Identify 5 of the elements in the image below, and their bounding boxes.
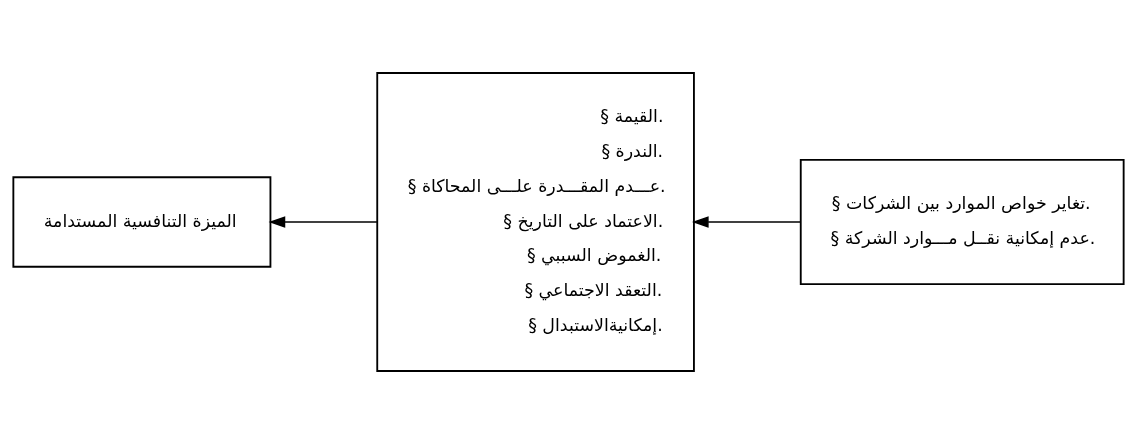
arrow: [691, 215, 802, 228]
arrow: [268, 215, 378, 228]
node-box: § القيمة. § الندرة. § عـــدم المقـــدرة علـــى المحاكاة. § الاعتماد على التاريخ. § الغموض السببي. § التعقد الاجتماعي. § إمكانيةالاستبدال.: [376, 71, 695, 372]
node-box: الميزة التنافسية المستدامة: [12, 175, 272, 268]
node-box: § تغاير خواص الموارد بين الشركات. § عدم إمكانية نقــل مـــوارد الشركة.: [799, 158, 1125, 285]
